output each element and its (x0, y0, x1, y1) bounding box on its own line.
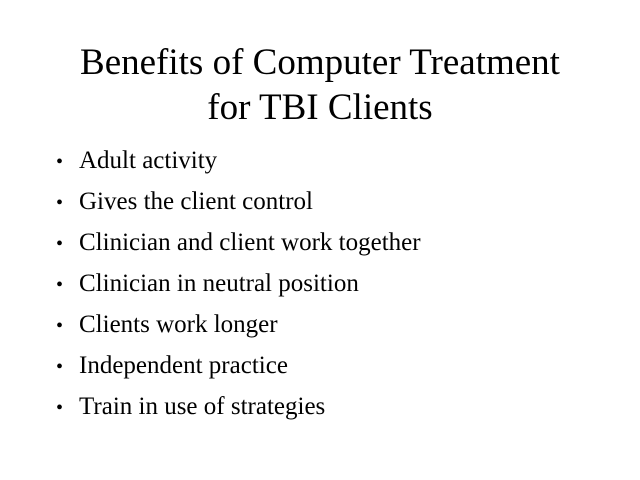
bullet-item: • Clinician in neutral position (56, 268, 616, 309)
bullet-item: • Clinician and client work together (56, 227, 616, 268)
bullet-text: Clinician and client work together (79, 229, 421, 256)
slide-title-line-2: for TBI Clients (207, 87, 433, 128)
bullet-item: • Clients work longer (56, 309, 616, 350)
bullet-text: Gives the client control (79, 188, 313, 215)
bullet-item: • Independent practice (56, 350, 616, 391)
bullet-icon: • (56, 151, 64, 173)
bullet-text: Train in use of strategies (79, 393, 326, 420)
slide-title: Benefits of Computer Treatment for TBI C… (0, 40, 640, 130)
bullet-item: • Gives the client control (56, 186, 616, 227)
bullet-icon: • (56, 192, 64, 214)
bullet-icon: • (56, 397, 64, 419)
slide-title-line-1: Benefits of Computer Treatment (80, 42, 560, 83)
bullet-icon: • (56, 233, 64, 255)
bullet-icon: • (56, 356, 64, 378)
bullet-item: • Adult activity (56, 145, 616, 186)
bullet-text: Clinician in neutral position (79, 270, 359, 297)
bullet-item: • Train in use of strategies (56, 391, 616, 432)
bullet-list: • Adult activity • Gives the client cont… (56, 145, 616, 432)
bullet-text: Adult activity (79, 147, 218, 174)
bullet-text: Clients work longer (79, 311, 278, 338)
bullet-text: Independent practice (79, 352, 288, 379)
bullet-icon: • (56, 315, 64, 337)
bullet-icon: • (56, 274, 64, 296)
